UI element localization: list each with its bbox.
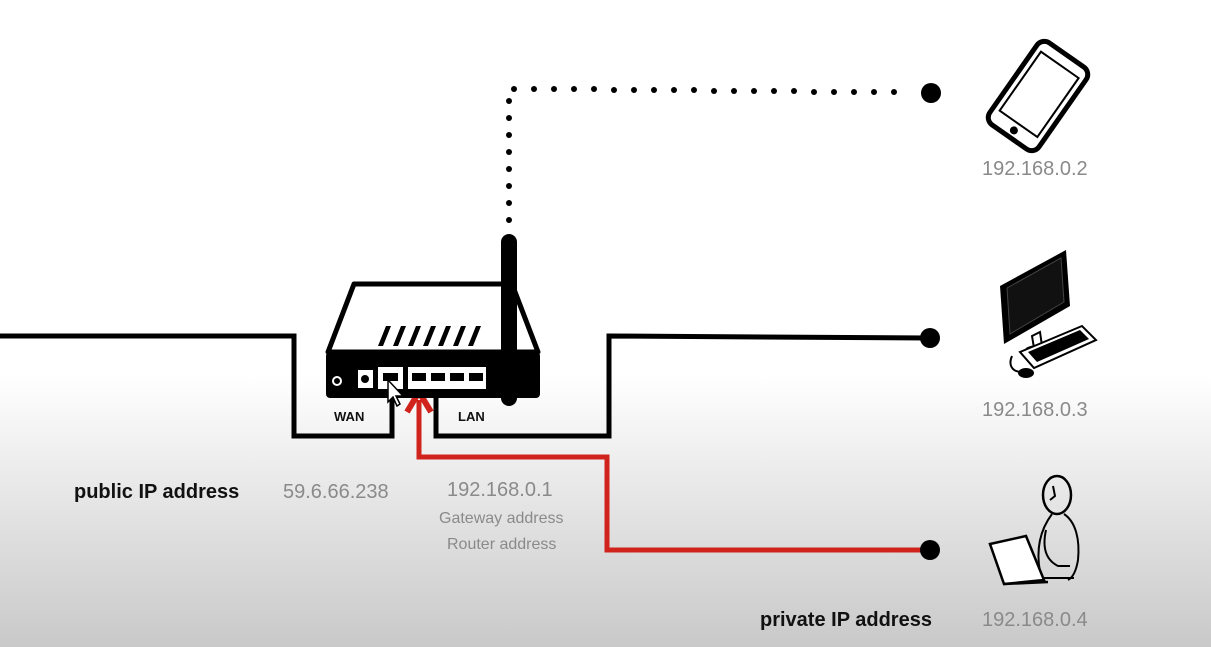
wan-port-label: WAN	[334, 409, 365, 424]
laptop-cable	[416, 400, 930, 553]
public-ip-value: 59.6.66.238	[283, 481, 389, 503]
laptop-link-endpoint	[920, 540, 940, 560]
desktop-ip-value: 192.168.0.3	[982, 399, 1088, 421]
laptop-ip-value: 192.168.0.4	[982, 609, 1088, 631]
gateway-address-caption: Gateway address	[439, 510, 564, 527]
desktop-computer-icon	[1000, 250, 1098, 378]
private-ip-label: private IP address	[760, 609, 932, 631]
smartphone-icon	[985, 38, 1091, 154]
desktop-link-endpoint	[920, 328, 940, 348]
gateway-ip-value: 192.168.0.1	[447, 479, 553, 501]
internet-cable	[0, 333, 395, 439]
phone-ip-value: 192.168.0.2	[982, 158, 1088, 180]
public-ip-label: public IP address	[74, 481, 240, 503]
router-address-caption: Router address	[447, 536, 557, 553]
person-laptop-icon	[988, 474, 1080, 586]
wireless-link	[506, 86, 897, 223]
phone-link-endpoint	[921, 83, 941, 103]
lan-port-label: LAN	[458, 409, 485, 424]
cursor-icon	[387, 378, 405, 408]
desktop-cable	[433, 333, 929, 439]
router-icon	[325, 234, 541, 406]
